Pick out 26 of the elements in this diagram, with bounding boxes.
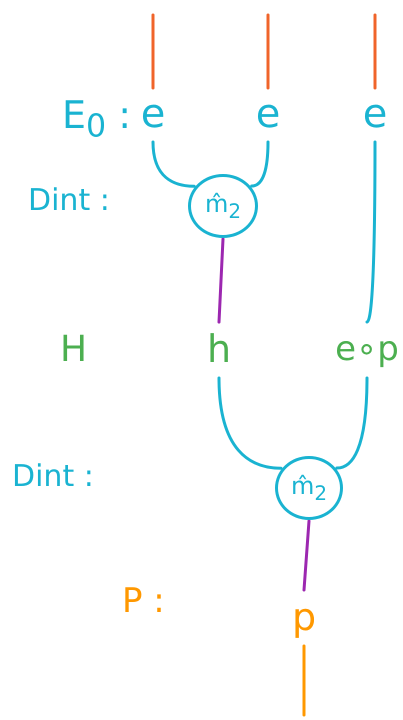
row-label: Dint :: [28, 186, 110, 216]
connector-line: [152, 14, 154, 90]
connector-line: [302, 520, 310, 592]
row-label: P :: [122, 584, 165, 618]
symbol-label: e∘p: [334, 326, 400, 372]
operator-circle: [188, 174, 258, 238]
connector-line: [250, 140, 270, 188]
symbol-label: p: [290, 594, 318, 640]
symbol-label: e: [355, 92, 395, 136]
connector-line: [374, 14, 376, 90]
operator-label: m̂$_{2}$: [204, 192, 242, 220]
connector-line: [366, 140, 376, 324]
operator-label: m̂$_{2}$: [290, 474, 328, 502]
connector-line: [152, 140, 196, 188]
connector-line: [218, 238, 224, 324]
connector-line: [266, 14, 270, 90]
symbol-label: h: [204, 326, 234, 372]
symbol-label: e: [133, 92, 173, 136]
row-label: E$_{0}$ :: [62, 96, 132, 144]
operator-circle: [275, 456, 343, 520]
connector-line: [335, 376, 368, 470]
connector-line: [302, 644, 306, 716]
symbol-label: e: [248, 92, 288, 136]
row-label: H: [60, 332, 88, 368]
connector-line: [218, 376, 282, 470]
row-label: Dint :: [12, 462, 94, 492]
